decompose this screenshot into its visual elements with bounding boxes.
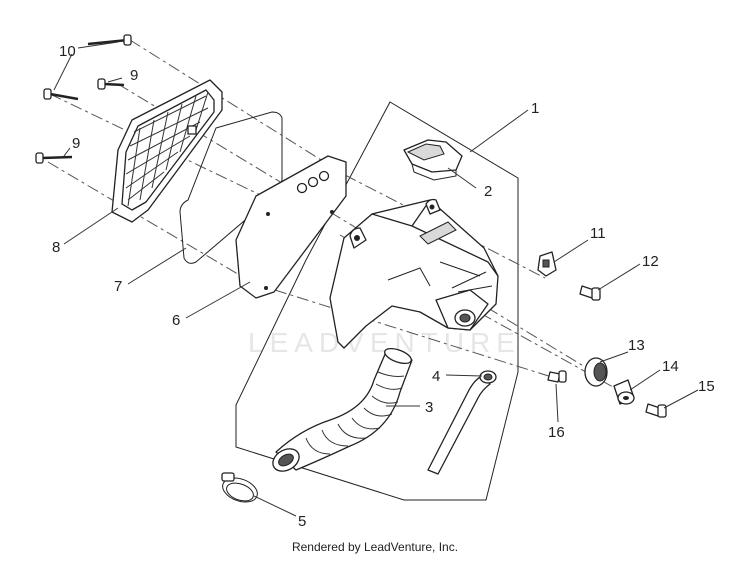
callout-2: 2 — [484, 183, 492, 200]
callout-5: 5 — [298, 513, 306, 530]
callout-16: 16 — [548, 424, 565, 441]
hose-clamp-5 — [221, 472, 258, 503]
callout-1: 1 — [531, 100, 539, 117]
callout-13: 13 — [628, 337, 645, 354]
callout-11: 11 — [590, 225, 606, 242]
watermark-text: LEADVENTURE — [248, 327, 521, 358]
bolt-15 — [645, 403, 667, 418]
filter-plate-6 — [235, 155, 347, 299]
drain-tube-4 — [427, 370, 497, 475]
leader-lines — [53, 41, 699, 517]
intake-hose-3 — [272, 347, 413, 472]
callout-7: 7 — [114, 278, 122, 295]
callout-15: 15 — [698, 378, 715, 395]
callout-9-lower: 9 — [72, 135, 80, 152]
filter-cover-8 — [111, 79, 223, 223]
callout-4: 4 — [432, 368, 440, 385]
assembly-boundary — [235, 101, 519, 501]
callout-12: 12 — [642, 253, 659, 270]
collar-14 — [613, 379, 635, 405]
callout-10: 10 — [59, 43, 76, 60]
bolt-12 — [579, 285, 601, 301]
callout-labels: 1 2 3 4 5 6 7 8 9 9 10 11 12 13 14 15 16 — [52, 43, 715, 530]
callout-9-upper: 9 — [130, 67, 138, 84]
footer-credit: Rendered by LeadVenture, Inc. — [291, 540, 459, 554]
bolt-16 — [547, 370, 567, 383]
callout-8: 8 — [52, 239, 60, 256]
callout-14: 14 — [662, 358, 679, 375]
callout-3: 3 — [425, 399, 433, 416]
screw-9-upper — [97, 78, 125, 90]
callout-6: 6 — [172, 312, 180, 329]
screw-10-upper — [87, 34, 132, 46]
grommet-13 — [584, 357, 608, 387]
air-cleaner-body-1 — [329, 198, 499, 349]
clip-nut-11 — [537, 251, 557, 277]
gasket-7 — [179, 111, 283, 264]
intake-duct-2 — [403, 139, 463, 181]
screw-10-lower — [43, 88, 79, 101]
screw-9-lower — [35, 152, 73, 164]
